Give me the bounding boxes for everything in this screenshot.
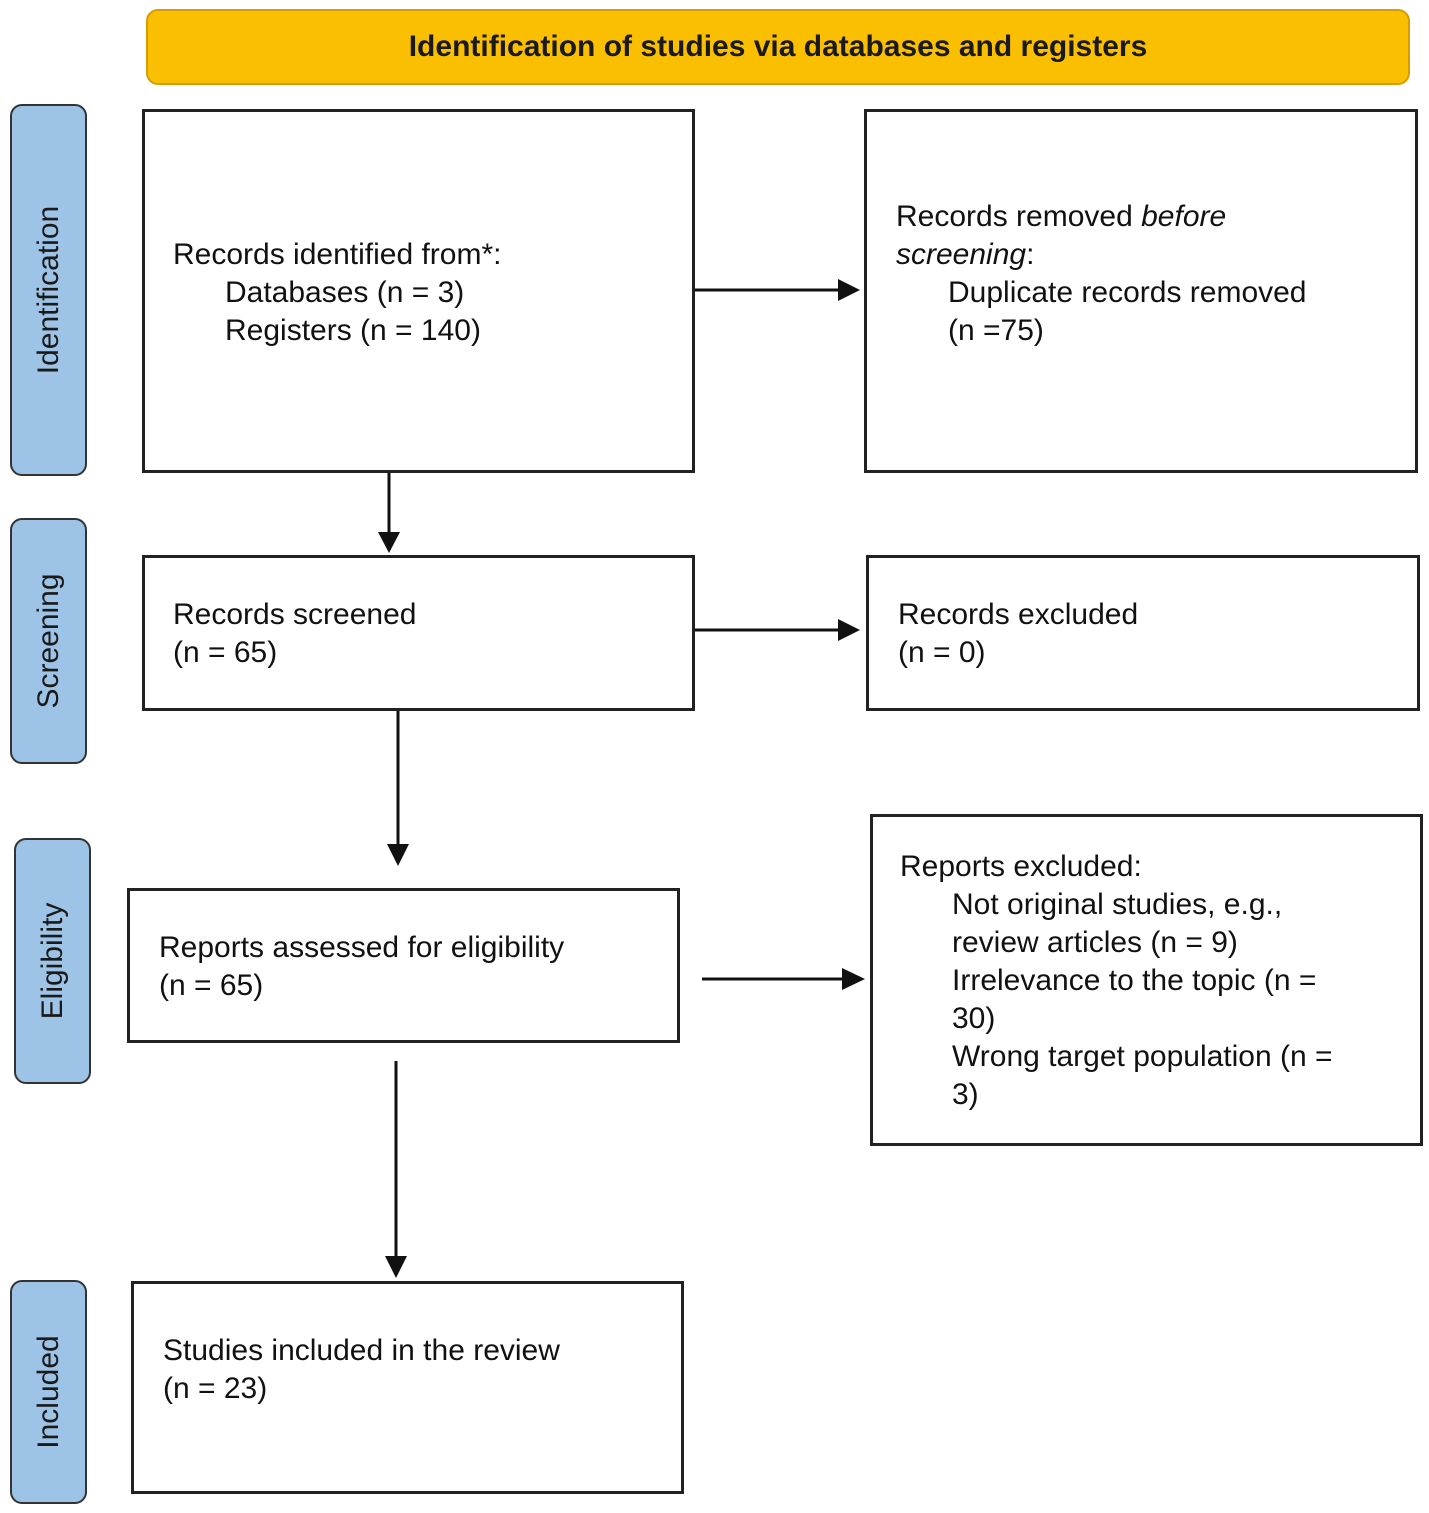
duplicate-records-count: (n =75) (948, 314, 1044, 347)
reports-assessed-count: (n = 65) (159, 969, 264, 1002)
exclusion-reason-3: Wrong target population (n = (952, 1040, 1333, 1073)
records-identified-heading: Records identified from*: (173, 238, 502, 271)
records-removed-box: Records removed before screening: Duplic… (864, 109, 1418, 473)
phase-included: Included (10, 1280, 87, 1504)
reports-assessed-box: Reports assessed for eligibility (n = 65… (127, 888, 680, 1043)
records-removed-heading-cont: screening: (896, 238, 1035, 271)
studies-included-count: (n = 23) (163, 1372, 268, 1405)
phase-screening: Screening (10, 518, 87, 764)
records-excluded-count: (n = 0) (898, 636, 986, 669)
phase-identification: Identification (10, 104, 87, 476)
arrowhead-identified-to-screened (378, 532, 400, 553)
records-screened-count: (n = 65) (173, 636, 278, 669)
phase-eligibility: Eligibility (14, 838, 91, 1084)
section-header: Identification of studies via databases … (146, 9, 1410, 85)
studies-included-label: Studies included in the review (163, 1334, 560, 1367)
exclusion-reason-2: Irrelevance to the topic (n = (952, 964, 1317, 997)
exclusion-reason-2-cont: 30) (952, 1002, 996, 1035)
reports-excluded-heading: Reports excluded: (900, 850, 1142, 883)
records-excluded-label: Records excluded (898, 598, 1139, 631)
exclusion-reason-3-cont: 3) (952, 1078, 979, 1111)
reports-excluded-box: Reports excluded: Not original studies, … (870, 814, 1423, 1146)
reports-assessed-label: Reports assessed for eligibility (159, 931, 565, 964)
arrowhead-identified-to-removed (838, 279, 860, 301)
arrowhead-assessed-to-included (385, 1256, 407, 1278)
records-identified-databases: Databases (n = 3) (225, 276, 465, 309)
arrowhead-screened-to-excluded (838, 619, 860, 641)
records-excluded-box: Records excluded (n = 0) (866, 555, 1420, 711)
records-screened-box: Records screened (n = 65) (142, 555, 695, 711)
exclusion-reason-1-cont: review articles (n = 9) (952, 926, 1238, 959)
duplicate-records-label: Duplicate records removed (948, 276, 1307, 309)
records-identified-registers: Registers (n = 140) (225, 314, 481, 347)
arrowhead-screened-to-assessed (387, 844, 409, 866)
section-header-title: Identification of studies via databases … (408, 30, 1148, 63)
studies-included-box: Studies included in the review (n = 23) (131, 1281, 684, 1494)
records-removed-heading: Records removed before (896, 200, 1227, 233)
records-screened-label: Records screened (173, 598, 417, 631)
records-identified-box: Records identified from*: Databases (n =… (142, 109, 695, 473)
arrowhead-assessed-to-excluded (842, 968, 865, 990)
exclusion-reason-1: Not original studies, e.g., (952, 888, 1283, 921)
